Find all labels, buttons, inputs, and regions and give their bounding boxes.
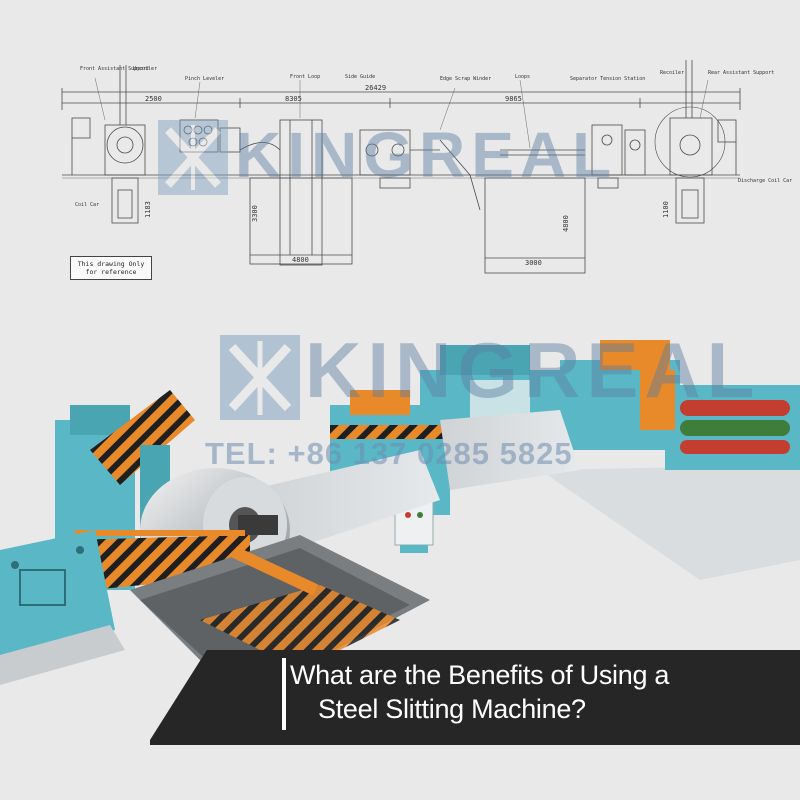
phone-watermark: TEL: +86 137 0285 5825: [205, 436, 573, 471]
dim-loop-pit-width: 3000: [525, 259, 542, 267]
callout-uncoiler: Uncoiler: [133, 66, 157, 72]
drawing-front-loop-pit: 4800 3300: [249, 119, 353, 266]
callout-separator: Separator Tension Station: [570, 76, 645, 82]
dim-loop: 9865: [505, 95, 522, 103]
callout-recoiler: Recoiler: [660, 70, 684, 76]
drawing-leveler: [179, 119, 281, 153]
callout-edge-scrap: Edge Scrap Winder: [440, 76, 491, 82]
dim-loop-depth: 4800: [562, 215, 570, 232]
drawing-recoiler: [654, 60, 737, 224]
headline: What are the Benefits of Using a Steel S…: [290, 658, 760, 726]
drawing-slitter: [359, 129, 481, 211]
dim-left: 2500: [145, 95, 162, 103]
headline-banner: [150, 650, 800, 745]
callout-front-loop: Front Loop: [290, 74, 320, 80]
dim-height-left: 1183: [144, 201, 152, 218]
drawing-uncoiler: [71, 65, 146, 224]
logo-mark-icon: [158, 120, 228, 195]
callout-coil-car: Coil Car: [75, 202, 99, 208]
callout-rear-support: Rear Assistant Support: [708, 70, 774, 76]
dim-mid: 8305: [285, 95, 302, 103]
dim-total: 26429: [365, 84, 386, 92]
dim-pit-width: 4800: [292, 256, 309, 264]
dim-height-right: 1100: [662, 201, 670, 218]
headline-line-1: What are the Benefits of Using a: [290, 660, 670, 690]
layout-drawing: 26429 2500 8305 9865: [61, 60, 792, 274]
watermark-top: KINGREAL: [235, 119, 618, 191]
headline-line-2: Steel Slitting Machine?: [318, 694, 586, 724]
drawing-reference-note: This drawing Only for reference: [70, 256, 152, 280]
callout-pinch-leveler: Pinch Leveler: [185, 76, 224, 82]
logo-mark-icon-photo: [220, 335, 300, 420]
callout-side-guide: Side Guide: [345, 74, 375, 80]
watermark-photo: KINGREAL: [305, 326, 761, 414]
callout-loops: Loops: [515, 74, 530, 80]
dim-pit-depth: 3300: [251, 205, 259, 222]
drawing-tension-station: [591, 124, 646, 189]
callout-discharge-car: Discharge Coil Car: [738, 178, 792, 184]
callout-front-support: Front Assistant Support: [80, 66, 149, 72]
production-line-photo: [0, 340, 800, 700]
drawing-loop-pit: 3000 4800: [484, 149, 586, 274]
